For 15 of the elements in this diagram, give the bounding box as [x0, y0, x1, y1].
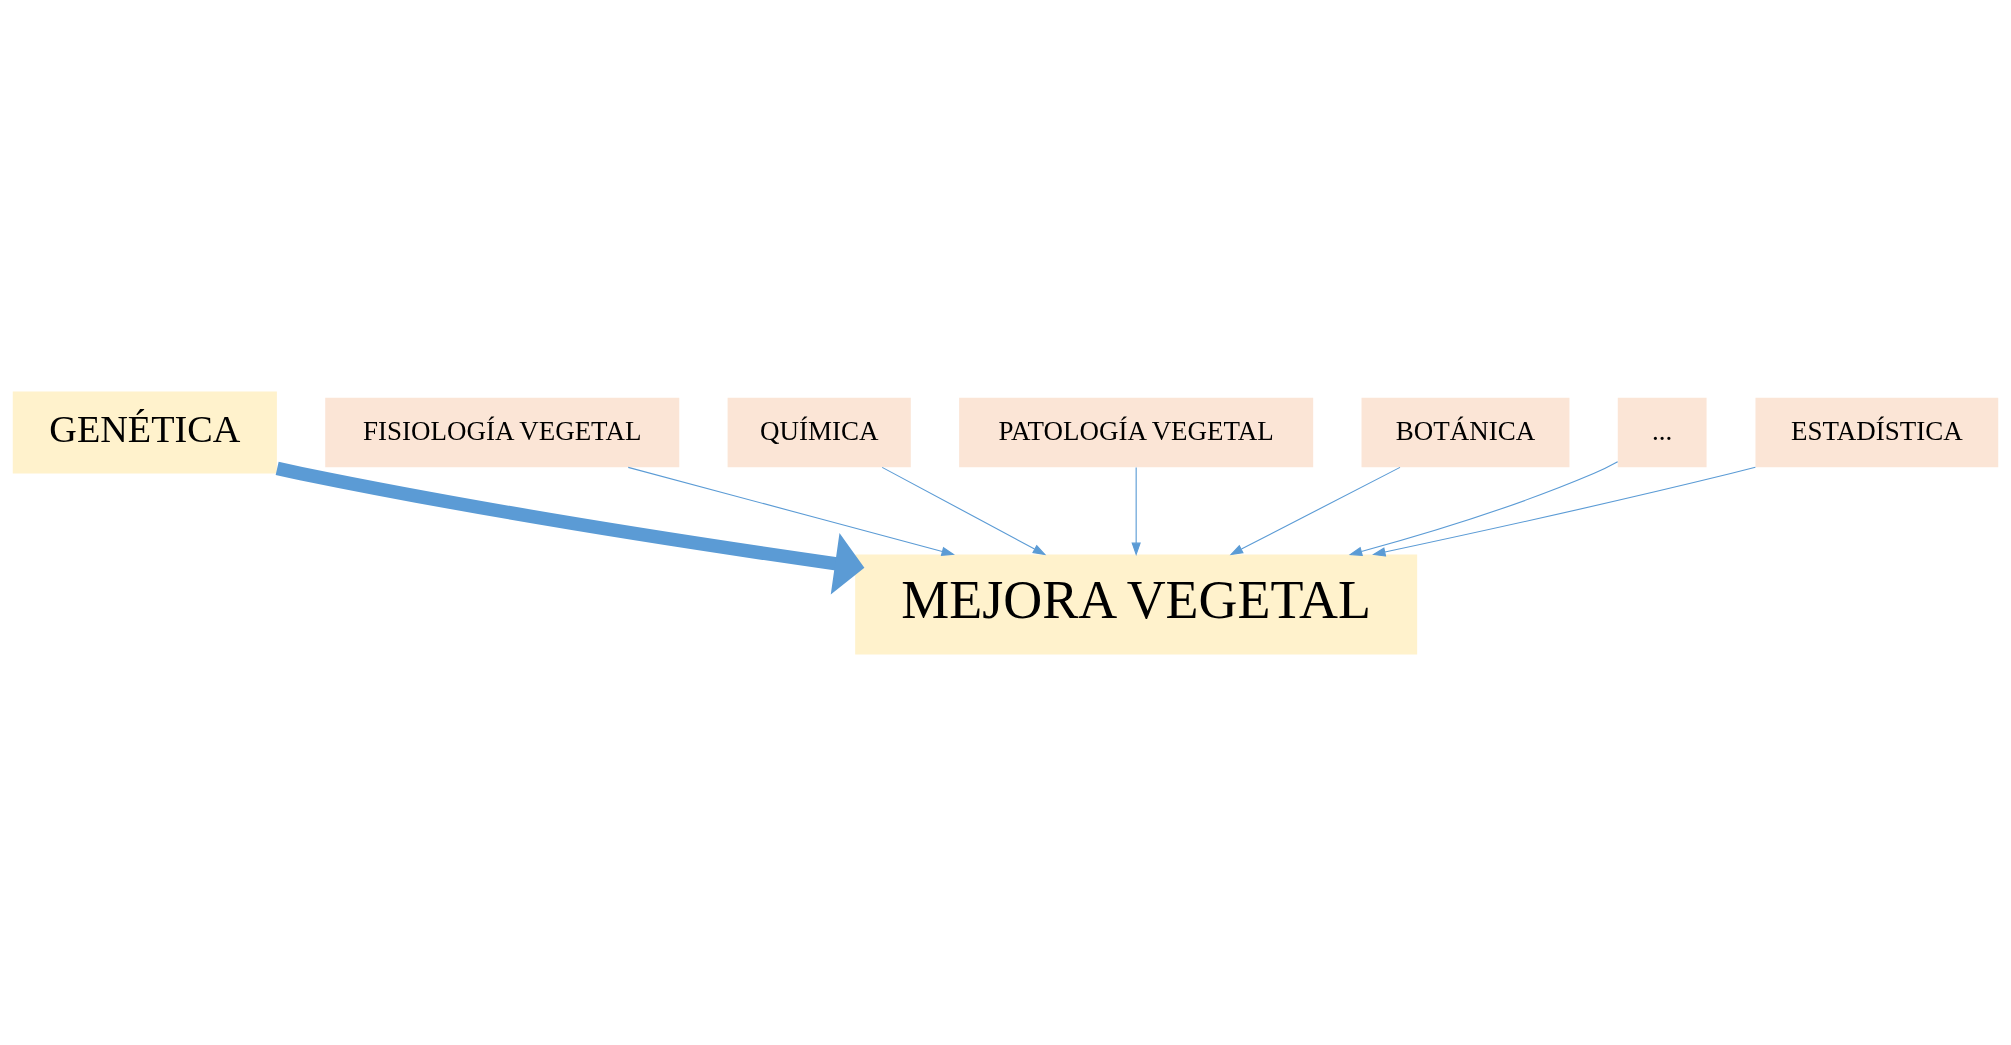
node-box: GENÉTICA [12, 391, 277, 474]
arrow [1348, 460, 1619, 556]
node-box: MEJORA VEGETAL [855, 553, 1418, 654]
node-box: FISIOLOGÍA VEGETAL [325, 397, 680, 467]
node-box: PATOLOGÍA VEGETAL [959, 397, 1314, 467]
arrow [275, 461, 865, 594]
arrow [881, 466, 1047, 555]
node-box: BOTÁNICA [1361, 397, 1570, 467]
arrow [627, 466, 955, 556]
arrow [1229, 466, 1401, 555]
node-box: ESTADÍSTICA [1755, 397, 1999, 467]
arrow [1131, 466, 1141, 556]
node-box: QUÍMICA [727, 397, 911, 467]
node-box: ... [1617, 397, 1707, 467]
arrow [1372, 466, 1756, 557]
